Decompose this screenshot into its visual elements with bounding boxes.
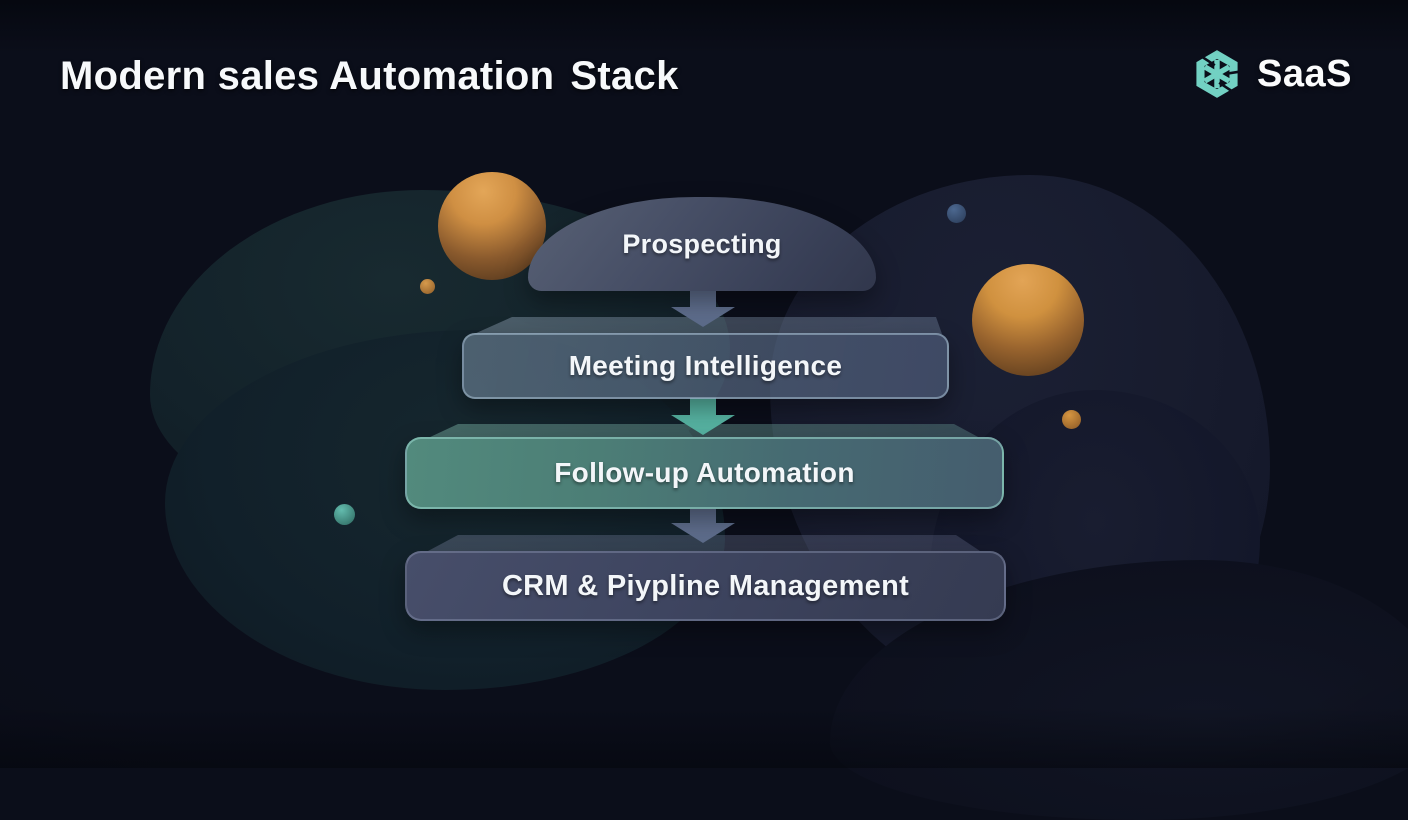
stack-item-top-face — [428, 424, 980, 438]
stack-item-label: Prospecting — [622, 228, 782, 259]
stack-item-top-face — [474, 317, 942, 334]
down-arrow-icon-3 — [671, 506, 735, 543]
stack-item-meeting-intelligence: Meeting Intelligence — [462, 333, 949, 399]
down-arrow-icon-2 — [671, 398, 735, 435]
stack-item-follow-up-automation: Follow-up Automation — [405, 437, 1004, 509]
stack-item-top-face — [428, 535, 980, 551]
automation-stack-diagram: Prospecting Meeting Intelligence Follow-… — [405, 197, 1006, 621]
down-arrow-icon-1 — [671, 290, 735, 327]
stack-item-label: CRM & Piypline Management — [501, 569, 910, 602]
stack-item-label: Meeting Intelligence — [568, 350, 843, 381]
stack-item-prospecting: Prospecting — [528, 197, 876, 291]
stack-item-label: Follow-up Automation — [554, 457, 855, 488]
stack-item-crm-pipeline: CRM & Piypline Management — [405, 551, 1006, 621]
